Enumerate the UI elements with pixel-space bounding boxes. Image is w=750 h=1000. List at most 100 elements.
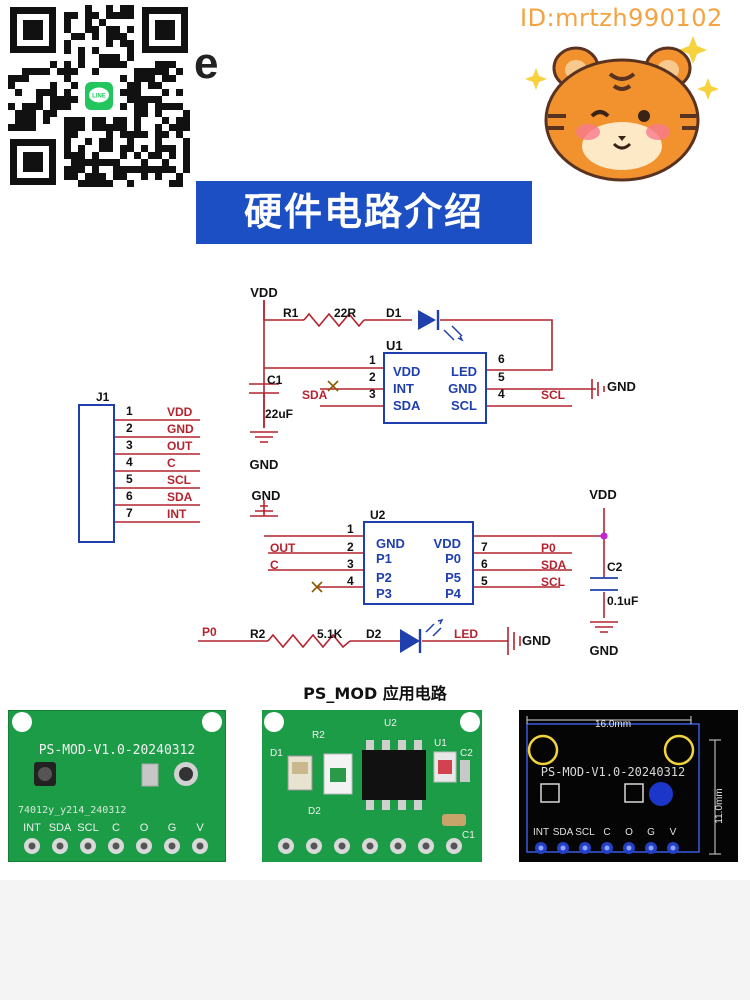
qr-module <box>57 103 64 110</box>
qr-module <box>106 159 113 166</box>
u1-pin-num: 4 <box>498 387 505 401</box>
j1-pin-num: 2 <box>126 421 133 435</box>
qr-module <box>162 166 169 173</box>
layout-pin-label: INT <box>533 827 549 838</box>
qr-module <box>148 166 155 173</box>
c1-value: 22uF <box>265 407 293 421</box>
qr-finder-top-left <box>10 7 56 53</box>
qr-module <box>22 117 29 124</box>
qr-module <box>99 159 106 166</box>
u1-pin-num: 2 <box>369 370 376 384</box>
qr-module <box>134 152 141 159</box>
back-silk-label: C1 <box>462 830 475 841</box>
qr-module <box>64 75 71 82</box>
qr-module <box>64 131 71 138</box>
u2-ref: U2 <box>370 508 386 522</box>
qr-module <box>99 61 106 68</box>
qr-module <box>99 138 106 145</box>
watermark-id: ID:mrtzh990102 <box>520 4 723 32</box>
qr-module <box>162 89 169 96</box>
front-board-serial: 74012y_y214_240312 <box>18 805 126 816</box>
qr-module <box>155 173 162 180</box>
qr-module <box>78 61 85 68</box>
vdd-label: VDD <box>250 285 277 300</box>
back-pad-hole <box>422 842 430 850</box>
front-pin-label: V <box>196 822 204 834</box>
qr-module <box>8 75 15 82</box>
capacitor-c2 <box>590 577 618 591</box>
ic-u1 <box>383 352 487 424</box>
qr-module <box>183 117 190 124</box>
qr-module <box>78 33 85 40</box>
u1-pin-num: 1 <box>369 353 376 367</box>
qr-module <box>99 124 106 131</box>
qr-module <box>120 131 127 138</box>
u1-pin-num: 6 <box>498 352 505 366</box>
gnd-label: GND <box>522 633 551 648</box>
c2-ref: C2 <box>607 560 623 574</box>
qr-module <box>64 103 71 110</box>
front-pad-hole <box>140 842 148 850</box>
layout-pad-hole <box>604 845 610 851</box>
qr-module <box>169 145 176 152</box>
qr-module <box>169 124 176 131</box>
qr-module <box>113 159 120 166</box>
qr-module <box>134 131 141 138</box>
resistor-r2 <box>267 633 351 649</box>
qr-module <box>162 68 169 75</box>
qr-module <box>120 5 127 12</box>
qr-module <box>43 110 50 117</box>
qr-module <box>8 103 15 110</box>
qr-module <box>71 152 78 159</box>
gnd-label: GND <box>252 488 281 503</box>
qr-module <box>148 75 155 82</box>
qr-module <box>162 145 169 152</box>
back-silk-label: U2 <box>384 718 397 729</box>
qr-module <box>92 47 99 54</box>
qr-module <box>71 82 78 89</box>
qr-module <box>113 124 120 131</box>
qr-module <box>127 54 134 61</box>
qr-module <box>169 166 176 173</box>
net-c: C <box>270 558 279 572</box>
qr-module <box>183 145 190 152</box>
qr-module <box>155 110 162 117</box>
qr-module <box>155 131 162 138</box>
u1-pin-name: SDA <box>393 398 421 413</box>
front-pads <box>24 838 208 854</box>
qr-module <box>134 82 141 89</box>
gnd-label: GND <box>607 379 636 394</box>
qr-module <box>176 124 183 131</box>
back-pad-hole <box>394 842 402 850</box>
gnd-label: GND <box>590 643 619 658</box>
qr-module <box>71 124 78 131</box>
front-pin-label: SCL <box>77 822 98 834</box>
qr-module <box>92 166 99 173</box>
qr-module <box>127 131 134 138</box>
qr-module <box>85 138 92 145</box>
front-pin-label: INT <box>23 822 41 834</box>
qr-module <box>85 5 92 12</box>
qr-module <box>176 103 183 110</box>
back-pad-hole <box>338 842 346 850</box>
qr-module <box>64 138 71 145</box>
qr-module <box>64 40 71 47</box>
wires <box>114 300 605 642</box>
capacitor-c1 <box>249 383 279 428</box>
front-pin-label: C <box>112 822 120 834</box>
qr-module <box>183 152 190 159</box>
u2-pin-name: P3 <box>376 586 392 601</box>
qr-module <box>134 124 141 131</box>
qr-module <box>64 26 71 33</box>
qr-module <box>162 131 169 138</box>
u2-pin-name: P0 <box>445 551 461 566</box>
qr-module <box>120 33 127 40</box>
qr-module <box>134 68 141 75</box>
back-pad-hole <box>450 842 458 850</box>
qr-module <box>85 12 92 19</box>
u2-pin-num: 4 <box>347 574 354 588</box>
